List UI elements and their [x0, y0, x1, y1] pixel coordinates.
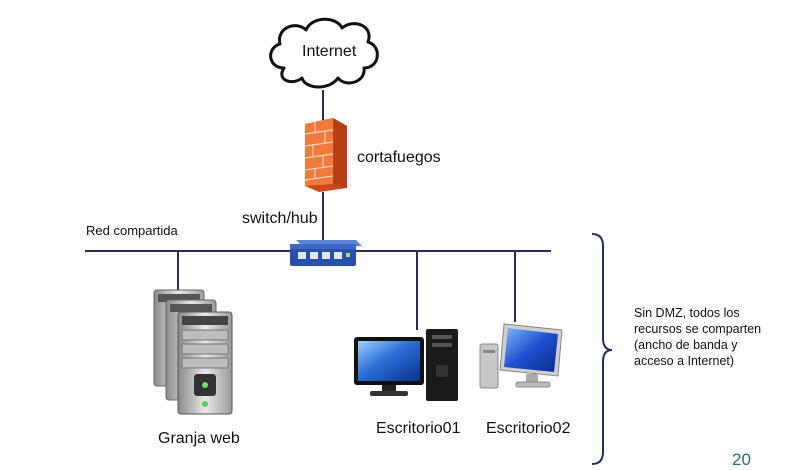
- switch-label: switch/hub: [242, 210, 318, 227]
- firewall-label: cortafuegos: [357, 149, 441, 166]
- server-label: Granja web: [158, 430, 240, 447]
- note-text: Sin DMZ, todos los recursos se comparten…: [634, 305, 761, 369]
- note-line-3: (ancho de banda y: [634, 338, 738, 352]
- note-line-1: Sin DMZ, todos los: [634, 306, 740, 320]
- switch-icon: [290, 240, 362, 266]
- brace-icon: [591, 233, 613, 465]
- page-number: 20: [732, 450, 751, 469]
- desktop2-label: Escritorio02: [486, 420, 571, 437]
- firewall-icon: [304, 118, 347, 192]
- monitor-icon: [479, 323, 563, 389]
- desktop1-label: Escritorio01: [376, 420, 461, 437]
- network-label: Red compartida: [86, 223, 178, 238]
- desktop01: [352, 325, 464, 405]
- desktop-icon: [354, 329, 458, 401]
- internet-label: Internet: [302, 43, 357, 60]
- note-line-2: recursos se comparten: [634, 322, 762, 336]
- cloud-icon: [269, 17, 379, 89]
- internet-cloud: Internet: [262, 10, 386, 94]
- switch: [290, 236, 362, 268]
- desktop02: [478, 320, 574, 392]
- note-line-4: acceso a Internet): [634, 354, 735, 368]
- firewall: [303, 118, 349, 192]
- server-icon: [153, 289, 233, 415]
- server-farm: [140, 288, 240, 416]
